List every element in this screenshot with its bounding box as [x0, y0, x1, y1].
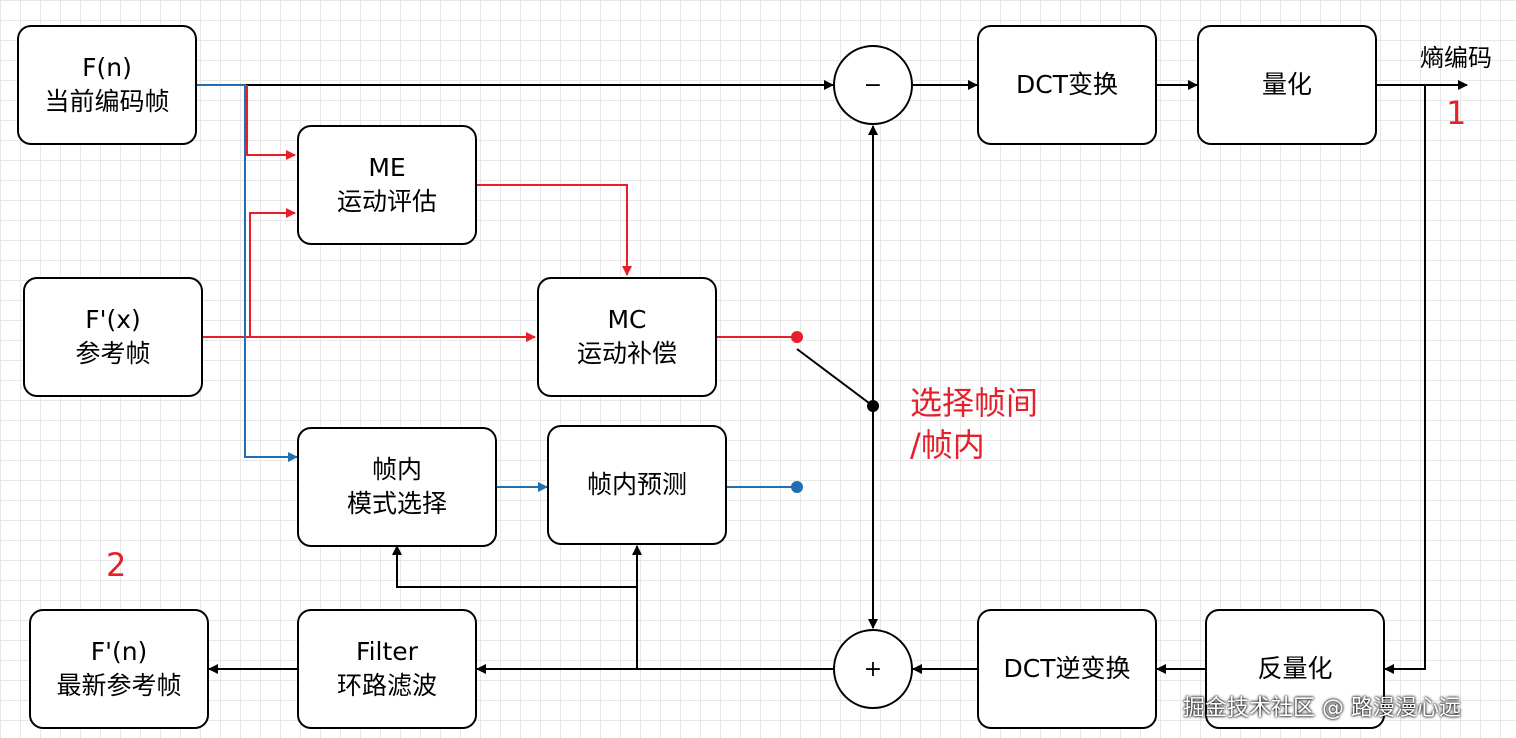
subtract-node: −	[833, 45, 913, 125]
switch-pivot-dot	[867, 400, 879, 412]
new-reference-frame-label-1: F'(n)	[90, 637, 148, 666]
dequantization-box: 反量化	[1205, 609, 1385, 729]
intra-mode-box: 帧内 模式选择	[297, 427, 497, 547]
intra-mode-label-1: 帧内	[371, 455, 422, 484]
new-reference-frame-label-2: 最新参考帧	[56, 671, 182, 700]
entropy-coding-label: 熵编码	[1420, 44, 1492, 72]
inverse-dct-box: DCT逆变换	[977, 609, 1157, 729]
quantization-box: 量化	[1197, 25, 1377, 145]
reference-frame-label-2: 参考帧	[75, 339, 151, 368]
dct-box: DCT变换	[977, 25, 1157, 145]
quantization-label: 量化	[1261, 70, 1312, 99]
wire-fn-to-intra-mode	[197, 84, 298, 462]
marker-2: 2	[106, 546, 127, 584]
motion-estimation-label-2: 运动评估	[336, 187, 437, 216]
motion-compensation-label-1: MC	[607, 305, 647, 334]
dct-label: DCT变换	[1016, 70, 1118, 99]
wire-fn-to-me	[246, 85, 296, 160]
current-frame-label-1: F(n)	[82, 53, 132, 82]
add-node: +	[833, 629, 913, 709]
motion-estimation-label-1: ME	[368, 153, 406, 182]
subtract-symbol: −	[863, 72, 883, 98]
inter-switch-dot	[791, 331, 803, 343]
loop-filter-label-2: 环路滤波	[336, 671, 437, 700]
current-frame-label-2: 当前编码帧	[44, 87, 170, 116]
wire-feedback-up	[392, 545, 638, 669]
motion-compensation-box: MC 运动补偿	[537, 277, 717, 397]
intra-prediction-box: 帧内预测	[547, 425, 727, 545]
intra-switch-dot	[791, 481, 803, 493]
marker-1: 1	[1446, 94, 1467, 132]
intra-prediction-label: 帧内预测	[586, 470, 687, 499]
add-symbol: +	[863, 656, 883, 682]
intra-mode-label-2: 模式选择	[346, 489, 447, 518]
motion-compensation-label-2: 运动补偿	[576, 339, 677, 368]
wire-me-to-mc	[477, 184, 632, 276]
select-inter-intra-label-2: /帧内	[910, 426, 985, 464]
loop-filter-box: Filter 环路滤波	[297, 609, 477, 729]
wire-quant-to-dequant	[1384, 85, 1426, 674]
select-inter-intra-label-1: 选择帧间	[910, 384, 1039, 422]
reference-frame-label-1: F'(x)	[85, 305, 141, 334]
watermark: 掘金技术社区 @ 路漫漫心远	[1183, 696, 1461, 721]
motion-estimation-box: ME 运动评估	[297, 125, 477, 245]
new-reference-frame-box: F'(n) 最新参考帧	[29, 609, 209, 729]
wire-fx-to-me	[249, 208, 296, 337]
current-frame-box: F(n) 当前编码帧	[17, 25, 197, 145]
wire-switch	[796, 348, 874, 407]
dequantization-label: 反量化	[1257, 654, 1333, 683]
inverse-dct-label: DCT逆变换	[1003, 654, 1131, 683]
loop-filter-label-1: Filter	[356, 637, 418, 666]
reference-frame-box: F'(x) 参考帧	[23, 277, 203, 397]
